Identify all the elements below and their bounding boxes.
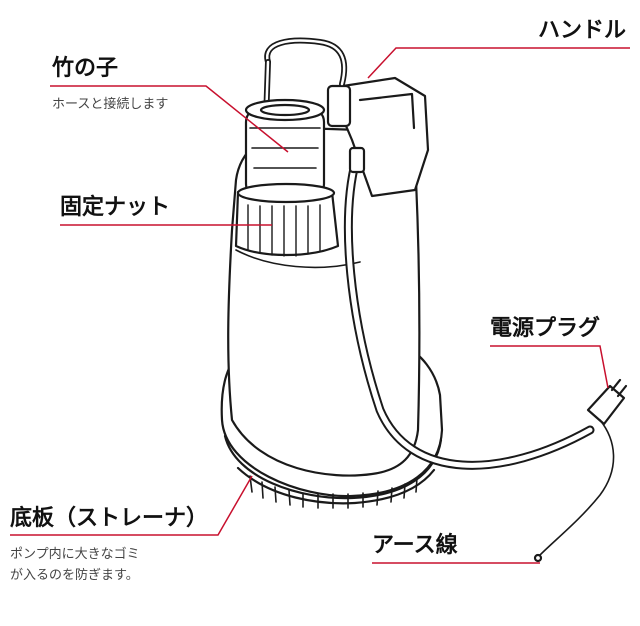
label-strainer: 底板（ストレーナ） <box>10 506 209 531</box>
label-handle: ハンドル <box>538 18 627 43</box>
leader-plug <box>490 345 609 389</box>
note-nozzle: ホースと接続します <box>52 97 169 112</box>
leader-nozzle <box>50 85 289 153</box>
hose-nozzle <box>244 98 326 200</box>
leader-strainer <box>10 475 253 536</box>
label-nut: 固定ナット <box>60 195 171 220</box>
fixing-nut <box>234 182 340 257</box>
label-plug: 電源プラグ <box>490 316 601 341</box>
note-strainer-2: が入るのを防ぎます。 <box>10 568 139 583</box>
label-nozzle: 竹の子 <box>52 56 119 81</box>
note-strainer-1: ポンプ内に大きなゴミ <box>10 547 140 562</box>
label-earth: アース線 <box>372 533 458 558</box>
power-plug <box>586 378 628 426</box>
earth-wire <box>533 419 615 563</box>
leader-handle <box>367 47 630 79</box>
power-cord <box>343 146 595 470</box>
